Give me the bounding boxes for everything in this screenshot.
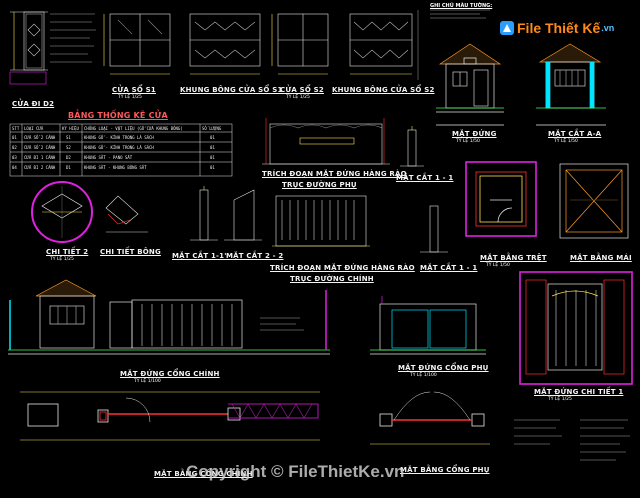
label-grille-detail: CHI TIẾT BÔNG	[100, 248, 161, 256]
side-gate-elevation	[370, 296, 486, 355]
table-header-stt: STT	[12, 126, 20, 131]
scale-side-gate-elevation: TỶ LỆ 1/100	[410, 373, 437, 378]
logo-tld-text: .vn	[601, 23, 615, 33]
table-header-type: LOẠI CỬA	[24, 126, 44, 131]
door-d2-notes	[50, 13, 96, 63]
table-cell: KHUNG SẮT - KHUNG BÔNG SẮT	[84, 165, 147, 170]
label-window-s1: CỬA SỔ S1	[112, 86, 156, 94]
table-cell: 02	[12, 145, 17, 150]
label-section-aa: MẶT CẮT A-A	[548, 130, 602, 138]
scale-detail-1-elevation: TỶ LỆ 1/25	[548, 397, 572, 402]
scale-ground-floor-plan: TỶ LỆ 1/50	[486, 263, 510, 268]
scale-front-elevation: TỶ LỆ 1/50	[456, 139, 480, 144]
scale-window-s2: TỶ LỆ 1/25	[286, 95, 310, 100]
label-window-s2-grille: KHUNG BÔNG CỬA SỔ S2	[332, 86, 435, 94]
table-header-material: CHỦNG LOẠI - VẬT LIỆU (GỖ CỬA KHUNG BÔNG…	[84, 126, 183, 131]
label-section-1-1-prime: MẶT CẮT 1-1'	[172, 252, 227, 260]
guardhouse-front-elevation	[436, 43, 504, 126]
table-cell: 01	[210, 135, 215, 140]
logo-mark-icon	[500, 21, 514, 35]
table-cell: 04	[12, 165, 17, 170]
label-window-s1-grille: KHUNG BÔNG CỬA SỔ S1	[180, 86, 283, 94]
section-2-2	[224, 189, 262, 241]
fence-excerpt-main-street	[272, 195, 370, 247]
table-cell: CỬA ĐI 1 CÁNH	[24, 155, 56, 160]
wall-color-notes	[430, 9, 490, 19]
label-section-2-2: MẶT CẮT 2 - 2	[226, 252, 284, 260]
label-side-gate-elevation: MẶT ĐỨNG CỔNG PHỤ	[398, 364, 489, 372]
label-section-1-1-top: MẶT CẮT 1 - 1	[396, 174, 454, 182]
label-detail-2: CHI TIẾT 2	[46, 248, 89, 256]
label-door-schedule: BẢNG THỐNG KÊ CỬA	[68, 111, 168, 120]
table-cell: 01	[210, 165, 215, 170]
label-window-s2: CỬA SỔ S2	[280, 86, 324, 94]
window-s2-grille	[349, 10, 419, 80]
wall-color-note-title: GHI CHÚ MÀU TƯỜNG:	[430, 3, 493, 9]
table-cell: KHUNG SẮT - PANO SẮT	[84, 155, 133, 160]
detail-2-circle	[31, 181, 93, 243]
logo-brand-text: File Thiết Kế	[517, 20, 601, 36]
side-gate-plan	[370, 391, 490, 445]
main-gate-notes	[260, 317, 304, 331]
table-cell: KHUNG GỖ - KÍNH TRONG LÁ SÁCH	[84, 145, 154, 150]
label-front-elevation: MẶT ĐỨNG	[452, 130, 497, 138]
table-cell: D1	[66, 165, 71, 170]
label-ground-floor-plan: MẶT BẰNG TRỆT	[480, 254, 547, 262]
label-main-gate-plan: MẶT BẰNG CỔNG CHÍNH	[154, 470, 253, 478]
table-cell: CỬA SỔ 2 CÁNH	[24, 135, 56, 140]
filethietke-logo: File Thiết Kế .vn	[500, 18, 614, 38]
table-cell: S1	[66, 135, 71, 140]
main-gate-plan	[20, 391, 320, 441]
label-fence-excerpt-main: TRÍCH ĐOẠN MẶT ĐỨNG HÀNG RÀO	[270, 264, 415, 272]
main-gate-elevation	[8, 279, 330, 355]
detail-1-elevation	[519, 271, 633, 385]
window-s1-elevation	[103, 13, 171, 75]
guardhouse-floor-plan	[465, 161, 537, 237]
section-1-1-prime	[190, 186, 218, 241]
table-cell: 01	[210, 145, 215, 150]
label-fence-excerpt-side: TRÍCH ĐOẠN MẶT ĐỨNG HÀNG RÀO	[262, 170, 407, 178]
table-cell: S2	[66, 145, 71, 150]
copyright-watermark: Copyright © FileThietKe.vn	[186, 462, 405, 481]
scale-main-gate-elevation: TỶ LỆ 1/100	[134, 379, 161, 384]
label-main-gate-elevation: MẶT ĐỨNG CỔNG CHÍNH	[120, 370, 220, 378]
door-d2-elevation	[9, 11, 48, 85]
detail-grille-pattern	[105, 195, 148, 233]
scale-window-s1: TỶ LỆ 1/25	[118, 95, 142, 100]
scale-detail-2: TỶ LỆ 1/25	[50, 257, 74, 262]
section-1-1-mid	[420, 205, 448, 253]
table-cell: 01	[12, 135, 17, 140]
label-roof-plan: MẶT BẰNG MÁI	[570, 254, 632, 262]
label-side-street: TRỤC ĐƯỜNG PHỤ	[282, 181, 357, 189]
table-header-code: KÝ HIỆU	[62, 126, 79, 131]
section-1-1-small	[400, 126, 424, 167]
label-section-1-1-mid: MẶT CẮT 1 - 1	[420, 264, 478, 272]
table-cell: 03	[12, 155, 17, 160]
table-cell: D2	[66, 155, 71, 160]
window-s2-elevation	[271, 13, 329, 75]
guardhouse-section-aa	[536, 43, 606, 126]
window-s1-grille	[189, 13, 261, 75]
scale-section-aa: TỶ LỆ 1/50	[554, 139, 578, 144]
label-door-d2: CỬA ĐI D2	[12, 100, 55, 108]
fence-excerpt-side-street	[262, 118, 390, 165]
label-side-gate-plan: MẶT BẰNG CỔNG PHỤ	[400, 466, 490, 474]
general-notes	[514, 419, 630, 461]
door-schedule-table	[9, 123, 233, 177]
table-cell: CỬA SỔ 2 CÁNH	[24, 145, 56, 150]
label-main-street: TRỤC ĐƯỜNG CHÍNH	[290, 275, 374, 283]
table-cell: CỬA ĐI 2 CÁNH	[24, 165, 56, 170]
label-detail-1-elevation: MẶT ĐỨNG CHI TIẾT 1	[534, 388, 624, 396]
table-header-qty: SỐ LƯỢNG	[202, 126, 222, 131]
guardhouse-roof-plan	[559, 163, 629, 239]
table-cell: KHUNG GỖ - KÍNH TRONG LÁ SÁCH	[84, 135, 154, 140]
table-cell: 01	[210, 155, 215, 160]
